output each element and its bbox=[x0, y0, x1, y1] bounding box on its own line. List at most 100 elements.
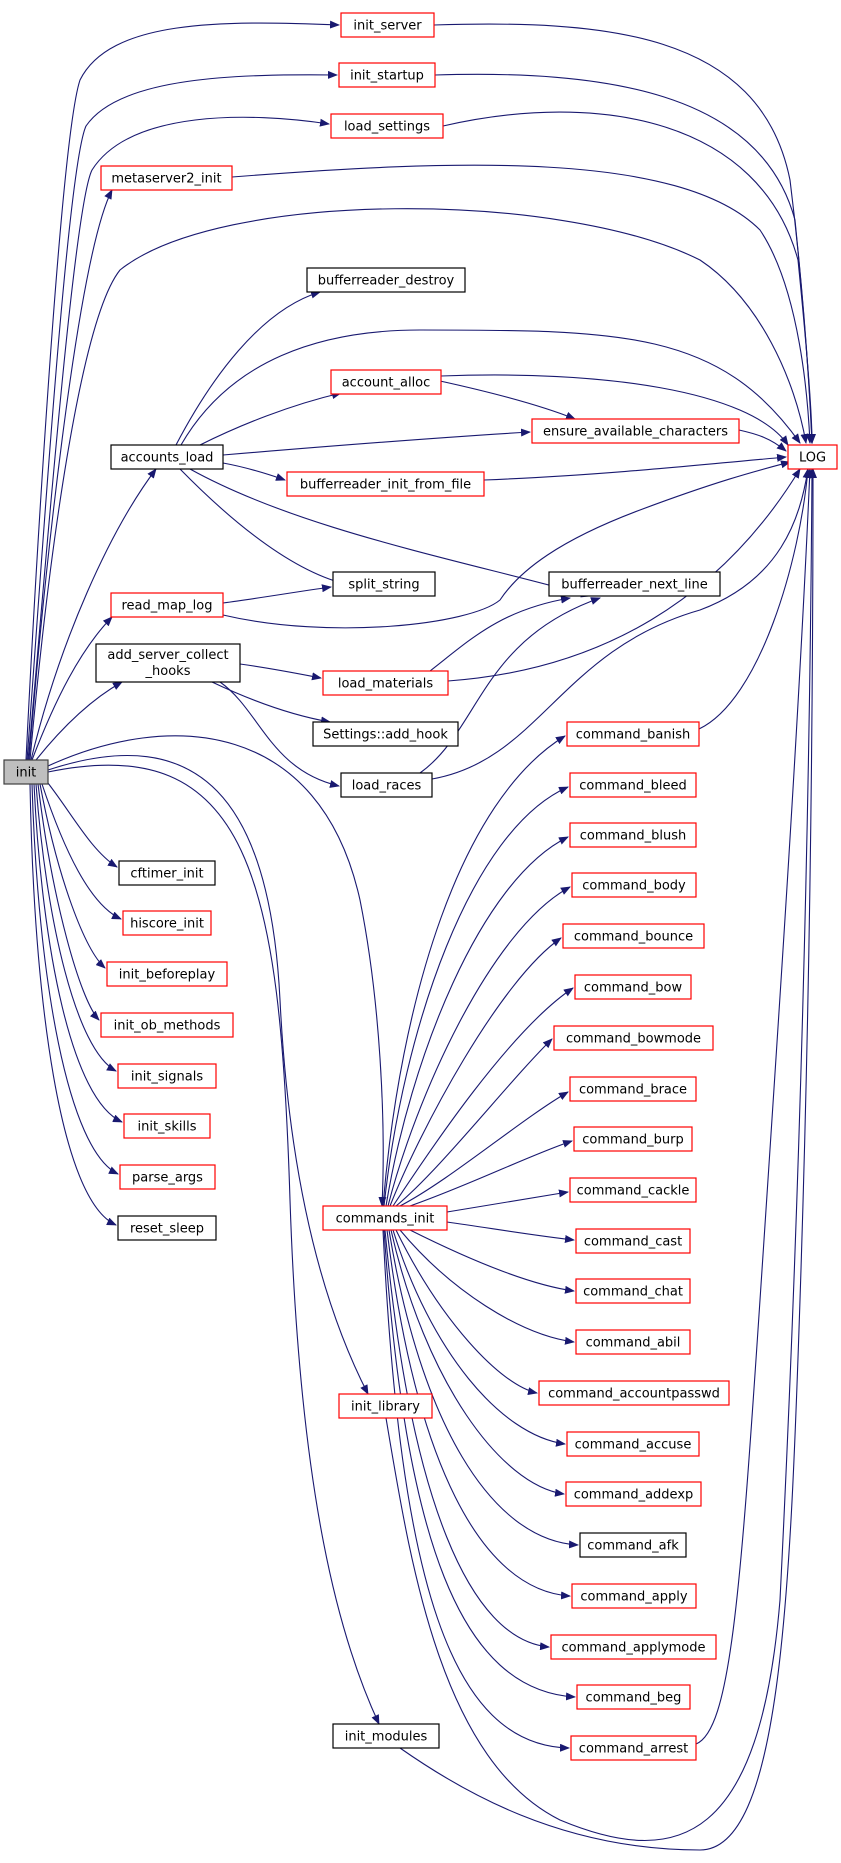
node-init-beforeplay[interactable]: init_beforeplay bbox=[106, 961, 228, 987]
node-box[interactable] bbox=[119, 1164, 216, 1190]
node-init-skills[interactable]: init_skills bbox=[123, 1113, 211, 1139]
node-box[interactable] bbox=[286, 471, 485, 497]
node-box[interactable] bbox=[106, 961, 228, 987]
node-box[interactable] bbox=[322, 670, 449, 696]
node-box[interactable] bbox=[569, 1076, 697, 1102]
node-command-bowmode[interactable]: command_bowmode bbox=[553, 1025, 714, 1051]
node-box[interactable] bbox=[340, 12, 435, 38]
node-command-brace[interactable]: command_brace bbox=[569, 1076, 697, 1102]
node-parse-args[interactable]: parse_args bbox=[119, 1164, 216, 1190]
node-command-burp[interactable]: command_burp bbox=[573, 1126, 693, 1152]
node-command-cackle[interactable]: command_cackle bbox=[569, 1177, 697, 1203]
node-reset-sleep[interactable]: reset_sleep bbox=[117, 1215, 217, 1241]
node-box[interactable] bbox=[570, 1735, 697, 1761]
node-box[interactable] bbox=[123, 1113, 211, 1139]
node-box[interactable] bbox=[787, 444, 838, 470]
node-box[interactable] bbox=[118, 860, 216, 886]
node-box[interactable] bbox=[569, 1177, 697, 1203]
node-box[interactable] bbox=[566, 721, 700, 747]
node-command-abil[interactable]: command_abil bbox=[575, 1329, 691, 1355]
node-box[interactable] bbox=[117, 1063, 217, 1089]
node-hiscore-init[interactable]: hiscore_init bbox=[122, 910, 212, 936]
node-load-settings[interactable]: load_settings bbox=[330, 113, 444, 139]
node-box[interactable] bbox=[573, 1126, 693, 1152]
node-box[interactable] bbox=[322, 1205, 448, 1231]
node-cftimer-init[interactable]: cftimer_init bbox=[118, 860, 216, 886]
node-init-server[interactable]: init_server bbox=[340, 12, 435, 38]
node-box[interactable] bbox=[338, 1393, 433, 1419]
node-command-bow[interactable]: command_bow bbox=[574, 974, 692, 1000]
node-command-beg[interactable]: command_beg bbox=[576, 1684, 691, 1710]
node-box[interactable] bbox=[574, 974, 692, 1000]
node-box[interactable] bbox=[531, 418, 740, 444]
node-load-materials[interactable]: load_materials bbox=[322, 670, 449, 696]
node-box[interactable] bbox=[571, 872, 697, 898]
node-box[interactable] bbox=[569, 772, 697, 798]
node-command-bounce[interactable]: command_bounce bbox=[562, 923, 705, 949]
node-box[interactable] bbox=[579, 1532, 687, 1558]
node-LOG[interactable]: LOG bbox=[787, 444, 838, 470]
node-command-accuse[interactable]: command_accuse bbox=[566, 1431, 700, 1457]
node-command-banish[interactable]: command_banish bbox=[566, 721, 700, 747]
node-box[interactable] bbox=[575, 1329, 691, 1355]
node-accounts-load[interactable]: accounts_load bbox=[110, 444, 224, 470]
node-box[interactable] bbox=[110, 592, 224, 618]
node-command-applymode[interactable]: command_applymode bbox=[550, 1634, 717, 1660]
node-metaserver2-init[interactable]: metaserver2_init bbox=[100, 165, 233, 191]
node-box[interactable] bbox=[3, 759, 49, 785]
node-box[interactable] bbox=[538, 1380, 730, 1406]
node-box[interactable] bbox=[340, 772, 433, 798]
node-load-races[interactable]: load_races bbox=[340, 772, 433, 798]
node-box[interactable] bbox=[332, 1723, 440, 1749]
node-init-signals[interactable]: init_signals bbox=[117, 1063, 217, 1089]
node-box[interactable] bbox=[576, 1684, 691, 1710]
node-init[interactable]: init bbox=[3, 759, 49, 785]
node-command-cast[interactable]: command_cast bbox=[575, 1228, 691, 1254]
node-bufferreader-init-from-file[interactable]: bufferreader_init_from_file bbox=[286, 471, 485, 497]
node-split-string[interactable]: split_string bbox=[332, 571, 436, 597]
node-command-apply[interactable]: command_apply bbox=[571, 1583, 697, 1609]
node-init-ob-methods[interactable]: init_ob_methods bbox=[100, 1012, 234, 1038]
node-box[interactable] bbox=[553, 1025, 714, 1051]
node-box[interactable] bbox=[330, 369, 442, 395]
node-settings-add-hook[interactable]: Settings::add_hook bbox=[312, 721, 459, 747]
node-box[interactable] bbox=[548, 571, 721, 597]
node-command-arrest[interactable]: command_arrest bbox=[570, 1735, 697, 1761]
node-box[interactable] bbox=[565, 1481, 702, 1507]
node-read-map-log[interactable]: read_map_log bbox=[110, 592, 224, 618]
node-commands-init[interactable]: commands_init bbox=[322, 1205, 448, 1231]
node-bufferreader-destroy[interactable]: bufferreader_destroy bbox=[306, 267, 466, 293]
node-box[interactable] bbox=[100, 165, 233, 191]
node-box[interactable] bbox=[100, 1012, 234, 1038]
node-box[interactable] bbox=[566, 1431, 700, 1457]
node-box[interactable] bbox=[571, 1583, 697, 1609]
node-box[interactable] bbox=[338, 62, 436, 88]
node-box[interactable] bbox=[117, 1215, 217, 1241]
node-box[interactable] bbox=[312, 721, 459, 747]
node-box[interactable] bbox=[562, 923, 705, 949]
node-command-afk[interactable]: command_afk bbox=[579, 1532, 687, 1558]
node-box[interactable] bbox=[122, 910, 212, 936]
node-ensure-available-characters[interactable]: ensure_available_characters bbox=[531, 418, 740, 444]
node-box[interactable] bbox=[550, 1634, 717, 1660]
node-box[interactable] bbox=[569, 822, 697, 848]
node-command-chat[interactable]: command_chat bbox=[575, 1278, 691, 1304]
node-command-bleed[interactable]: command_bleed bbox=[569, 772, 697, 798]
node-command-accountpasswd[interactable]: command_accountpasswd bbox=[538, 1380, 730, 1406]
node-box[interactable] bbox=[575, 1228, 691, 1254]
node-box[interactable] bbox=[110, 444, 224, 470]
node-init-startup[interactable]: init_startup bbox=[338, 62, 436, 88]
node-box[interactable] bbox=[95, 643, 241, 683]
node-init-modules[interactable]: init_modules bbox=[332, 1723, 440, 1749]
node-bufferreader-next-line[interactable]: bufferreader_next_line bbox=[548, 571, 721, 597]
node-command-body[interactable]: command_body bbox=[571, 872, 697, 898]
node-box[interactable] bbox=[575, 1278, 691, 1304]
node-box[interactable] bbox=[332, 571, 436, 597]
node-command-addexp[interactable]: command_addexp bbox=[565, 1481, 702, 1507]
node-account-alloc[interactable]: account_alloc bbox=[330, 369, 442, 395]
node-box[interactable] bbox=[330, 113, 444, 139]
node-init-library[interactable]: init_library bbox=[338, 1393, 433, 1419]
node-add-server-collect-hooks[interactable]: add_server_collect_hooks bbox=[95, 643, 241, 683]
node-box[interactable] bbox=[306, 267, 466, 293]
node-command-blush[interactable]: command_blush bbox=[569, 822, 697, 848]
